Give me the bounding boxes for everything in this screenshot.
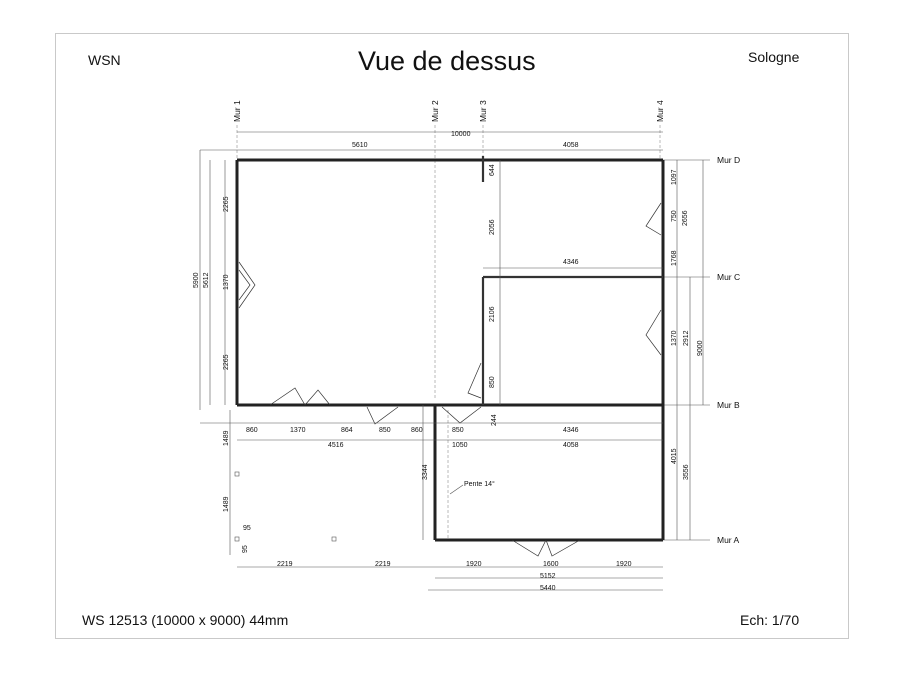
dim-r1370: 1370 <box>671 330 678 346</box>
dim-l5900: 5900 <box>193 272 200 288</box>
dim-l5612: 5612 <box>203 272 210 288</box>
dim-i644: 644 <box>489 164 496 176</box>
model-reference: WS 12513 (10000 x 9000) 44mm <box>82 612 289 628</box>
dim-total-width: 10000 <box>451 131 471 138</box>
doors-windows <box>238 202 662 557</box>
slope-annotation: Pente 14° <box>464 480 495 488</box>
dim-l2265b: 2265 <box>223 354 230 370</box>
model-name: Sologne <box>748 49 800 65</box>
dim-t1489b: 1489 <box>223 496 230 512</box>
dim-bot2219a: 2219 <box>277 561 293 568</box>
dim-b860b: 860 <box>411 427 423 434</box>
dim-b4346: 4346 <box>563 427 579 434</box>
dim-b850a: 850 <box>379 427 391 434</box>
axis-label-mur2: Mur 2 <box>430 100 440 122</box>
dim-top-left: 5610 <box>352 142 368 149</box>
dim-bot1920a: 1920 <box>466 561 482 568</box>
dim-t1489a: 1489 <box>223 430 230 446</box>
dimension-lines <box>199 131 704 591</box>
dim-b1050: 1050 <box>452 442 468 449</box>
axis-label-mur1: Mur 1 <box>232 100 242 122</box>
dim-i2106: 2106 <box>489 306 496 322</box>
dim-t95a: 95 <box>243 525 251 532</box>
dim-b4516: 4516 <box>328 442 344 449</box>
axis-label-murA: Mur A <box>717 535 740 545</box>
dim-i850: 850 <box>489 376 496 388</box>
dim-r3556: 3556 <box>683 464 690 480</box>
dim-top-right: 4058 <box>563 142 579 149</box>
dim-bot5440: 5440 <box>540 585 556 592</box>
dim-l1370: 1370 <box>223 274 230 290</box>
dim-b1370: 1370 <box>290 427 306 434</box>
dim-r1768: 1768 <box>671 250 678 266</box>
dim-r1097: 1097 <box>671 169 678 185</box>
dim-bot1600: 1600 <box>543 561 559 568</box>
dim-b850b: 850 <box>452 427 464 434</box>
dim-i2056: 2056 <box>489 219 496 235</box>
dim-b244: 244 <box>491 414 498 426</box>
axis-label-murB: Mur B <box>717 400 740 410</box>
dim-t95b: 95 <box>242 545 249 553</box>
axis-label-murD: Mur D <box>717 155 740 165</box>
axis-label-mur3: Mur 3 <box>478 100 488 122</box>
dim-l2265a: 2265 <box>223 196 230 212</box>
dim-r2656: 2656 <box>682 210 689 226</box>
dim-p3344: 3344 <box>422 464 429 480</box>
dim-b864: 864 <box>341 427 353 434</box>
dim-b4058: 4058 <box>563 442 579 449</box>
walls <box>235 156 665 542</box>
dim-bot1920b: 1920 <box>616 561 632 568</box>
terrace-post <box>234 536 240 542</box>
dim-r4015: 4015 <box>671 448 678 464</box>
dim-room-width: 4346 <box>563 259 579 266</box>
drawing-frame <box>55 33 849 639</box>
page-title: Vue de dessus <box>358 46 536 76</box>
company-label: WSN <box>88 52 121 68</box>
axis-label-mur4: Mur 4 <box>655 100 665 122</box>
dim-b860a: 860 <box>246 427 258 434</box>
axis-label-murC: Mur C <box>717 272 740 282</box>
dim-r750: 750 <box>671 210 678 222</box>
dim-bot2219b: 2219 <box>375 561 391 568</box>
drawing-scale: Ech: 1/70 <box>740 612 800 628</box>
terrace-post <box>234 471 240 477</box>
terrace-post <box>331 536 337 542</box>
dim-r2912: 2912 <box>683 330 690 346</box>
dim-r9000: 9000 <box>697 340 704 356</box>
dim-bot5152: 5152 <box>540 573 556 580</box>
